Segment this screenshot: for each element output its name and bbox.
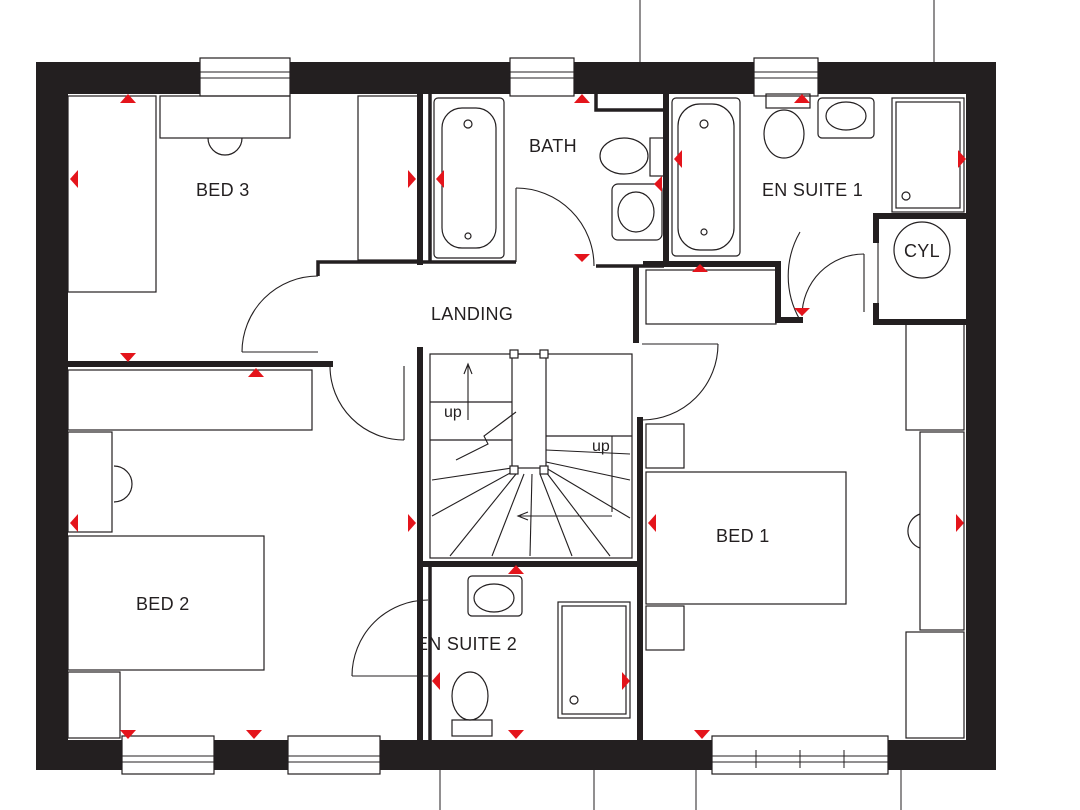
room-label-bed2: BED 2 (136, 594, 190, 614)
electrical-markers (70, 94, 966, 739)
outer-walls (36, 62, 996, 770)
internal-walls (65, 91, 969, 743)
room-labels: BED 3 BATH EN SUITE 1 CYL LANDING BED 2 … (136, 136, 940, 654)
stairs-up-label-2: up (592, 438, 610, 455)
windows (121, 57, 889, 775)
room-label-bath: BATH (529, 136, 577, 156)
window-bed3 (199, 57, 291, 97)
window-en-suite-1 (753, 57, 819, 97)
window-bath (509, 57, 575, 97)
stairs-up-label-1: up (444, 404, 462, 421)
staircase: up up (429, 349, 633, 559)
window-bed1 (711, 735, 889, 775)
room-label-en-suite-1: EN SUITE 1 (762, 180, 863, 200)
room-label-bed1: BED 1 (716, 526, 770, 546)
dimension-lines (439, 0, 935, 810)
room-label-cyl: CYL (904, 241, 940, 261)
room-label-bed3: BED 3 (196, 180, 250, 200)
doors (241, 187, 879, 677)
room-label-en-suite-2: EN SUITE 2 (416, 634, 517, 654)
window-bed2-left (121, 735, 215, 775)
window-bed2-right (287, 735, 381, 775)
room-label-landing: LANDING (431, 304, 513, 324)
